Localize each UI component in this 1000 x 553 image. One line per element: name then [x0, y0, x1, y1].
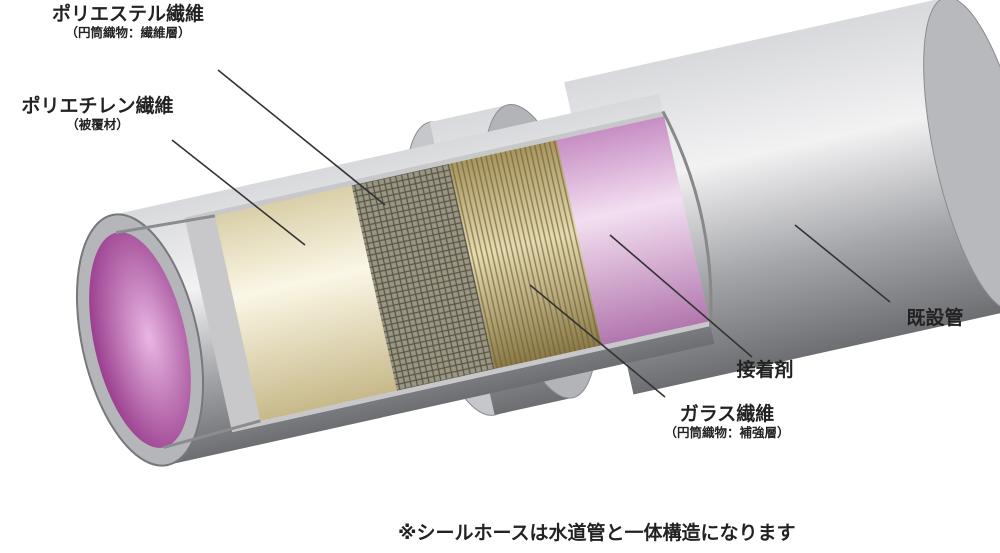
polyethylene-coating [214, 185, 398, 421]
leader-adhesive [609, 234, 753, 358]
leader-polyester [217, 69, 386, 206]
leader-existing-pipe [794, 224, 891, 303]
label-glass-fiber: ガラス繊維 （円筒織物：補強層） [664, 403, 790, 440]
pipe-opening [89, 232, 191, 448]
label-adhesive: 接着剤 [736, 359, 794, 381]
polyester-fiber-layer [351, 163, 495, 391]
leader-polyethylene [171, 139, 306, 246]
footnote: ※シールホースは水道管と一体構造になります [398, 522, 796, 544]
leader-glass-fiber [529, 284, 666, 398]
label-polyethylene: ポリエチレン繊維 （被覆材） [21, 95, 174, 132]
label-existing-pipe: 既設管 [906, 307, 964, 329]
label-polyester: ポリエステル繊維 （円筒織物：繊維層） [51, 3, 204, 40]
